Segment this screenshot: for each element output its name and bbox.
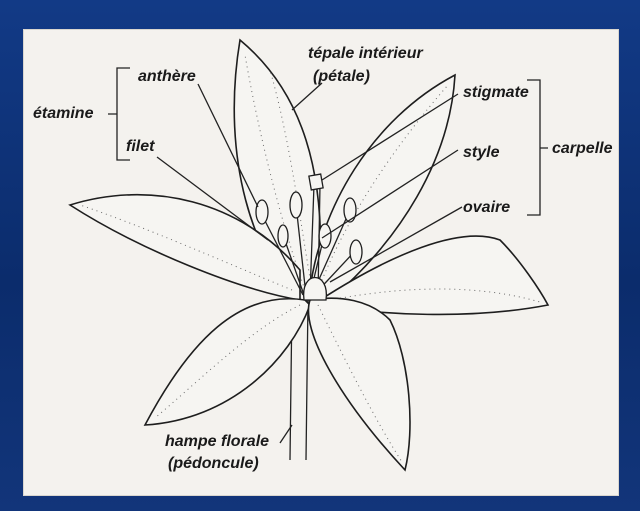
bracket-carpelle <box>527 80 548 215</box>
label-ovaire: ovaire <box>463 199 510 216</box>
label-stigmate: stigmate <box>463 84 529 101</box>
petal-lower-left <box>145 299 310 425</box>
label-anthere: anthère <box>138 68 196 85</box>
label-tepale-interieur: tépale intérieur <box>308 45 423 62</box>
label-etamine: étamine <box>33 105 94 122</box>
label-style: style <box>463 144 500 161</box>
petal-lower-right <box>308 298 410 470</box>
label-carpelle: carpelle <box>552 140 613 157</box>
label-pedoncule: (pédoncule) <box>168 455 259 472</box>
label-hampe-florale: hampe florale <box>165 433 269 450</box>
label-petale: (pétale) <box>313 68 370 85</box>
label-filet: filet <box>126 138 155 155</box>
